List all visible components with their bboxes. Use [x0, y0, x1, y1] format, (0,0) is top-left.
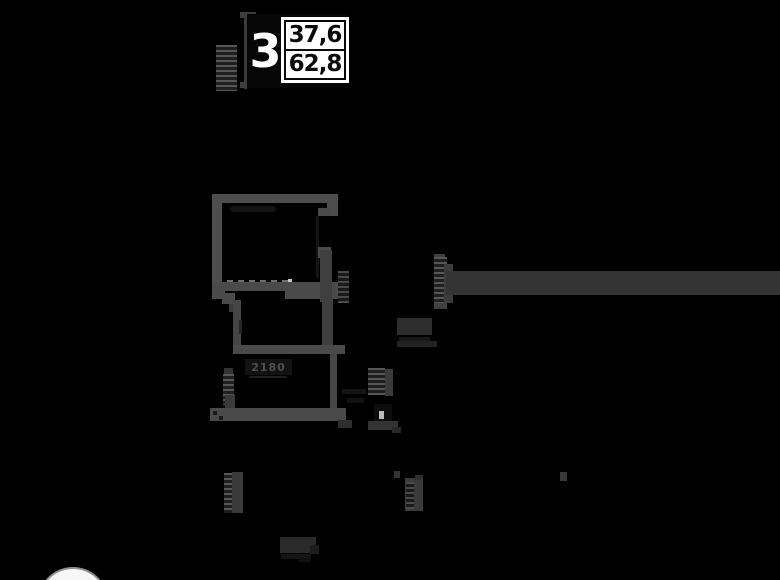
wall-shaft-side [385, 369, 393, 396]
wall-stub-room1-right-upper [318, 208, 331, 216]
stair-block [280, 537, 316, 553]
wall-hall-jamb [222, 293, 235, 304]
wall-hall-top-left [212, 291, 225, 299]
faint-text-mark-1 [342, 389, 366, 394]
total-area-value: 62,8 [286, 51, 344, 78]
wall-stub-bottom-1 [338, 420, 352, 428]
wall-hall-bottom [233, 345, 345, 354]
furniture-bed-headboard [230, 206, 276, 212]
wall-faint-kitchen [397, 341, 437, 347]
room-label-subtext [399, 337, 430, 342]
stair-block-notch [310, 545, 319, 554]
shaft-hatch-symbol [368, 368, 385, 395]
furniture-dashed-outline [227, 280, 291, 282]
stair-block-mark-1 [281, 554, 311, 559]
wall-segment-card-left [244, 16, 247, 89]
wall-mid-right-lower [322, 298, 333, 345]
wall-room1-bottom [212, 282, 338, 291]
wall-building-east [446, 271, 780, 295]
door-hinge-marks [239, 320, 242, 334]
plan-marker-dot [288, 279, 292, 283]
wall-stub-below-window [225, 395, 235, 408]
unit-card[interactable]: 3 37,6 62,8 [247, 14, 349, 88]
window-symbol-lower-right [406, 482, 414, 509]
dimension-label: 2180 [245, 359, 292, 375]
wall-stub-bottom-3 [392, 427, 401, 433]
wall-room1-corner-ne [327, 203, 338, 216]
wall-room3-right [330, 354, 337, 412]
compass-logo [39, 567, 107, 580]
wall-room1-top [212, 194, 338, 203]
door-handle-dot [379, 411, 384, 419]
window-cap-top [434, 254, 445, 259]
wall-fragment-small [394, 471, 400, 478]
wall-corner-notch-2 [219, 416, 223, 420]
wall-stub-above-window [224, 368, 233, 374]
living-area-value: 37,6 [286, 22, 344, 51]
stair-block-mark-2 [299, 558, 311, 562]
window-symbol-top-left [216, 45, 237, 91]
wall-stub-lower-right [415, 475, 423, 480]
room-count: 3 [249, 24, 281, 78]
window-symbol-room3-left [223, 374, 234, 405]
wall-corner-notch-1 [213, 411, 217, 415]
room-label-block [397, 318, 432, 335]
wall-stub-bottom-2 [368, 421, 398, 430]
window-symbol-lower-left [224, 473, 233, 513]
window-symbol-right [434, 257, 447, 305]
faint-text-mark-2 [347, 398, 364, 403]
area-box: 37,6 62,8 [281, 17, 349, 83]
wall-hall-top-right [285, 291, 345, 299]
wall-hall-left [233, 300, 241, 346]
window-cap-bottom [434, 303, 447, 309]
wall-room1-left [212, 194, 222, 291]
wall-room3-bottom [210, 408, 346, 421]
wall-mid-right-upper [320, 250, 332, 302]
window-symbol-interior [338, 271, 349, 303]
dimension-underline [249, 376, 287, 378]
wall-room1-right-faint [316, 216, 319, 278]
wall-lower-left [232, 472, 243, 513]
wall-fragment-far [560, 472, 567, 481]
